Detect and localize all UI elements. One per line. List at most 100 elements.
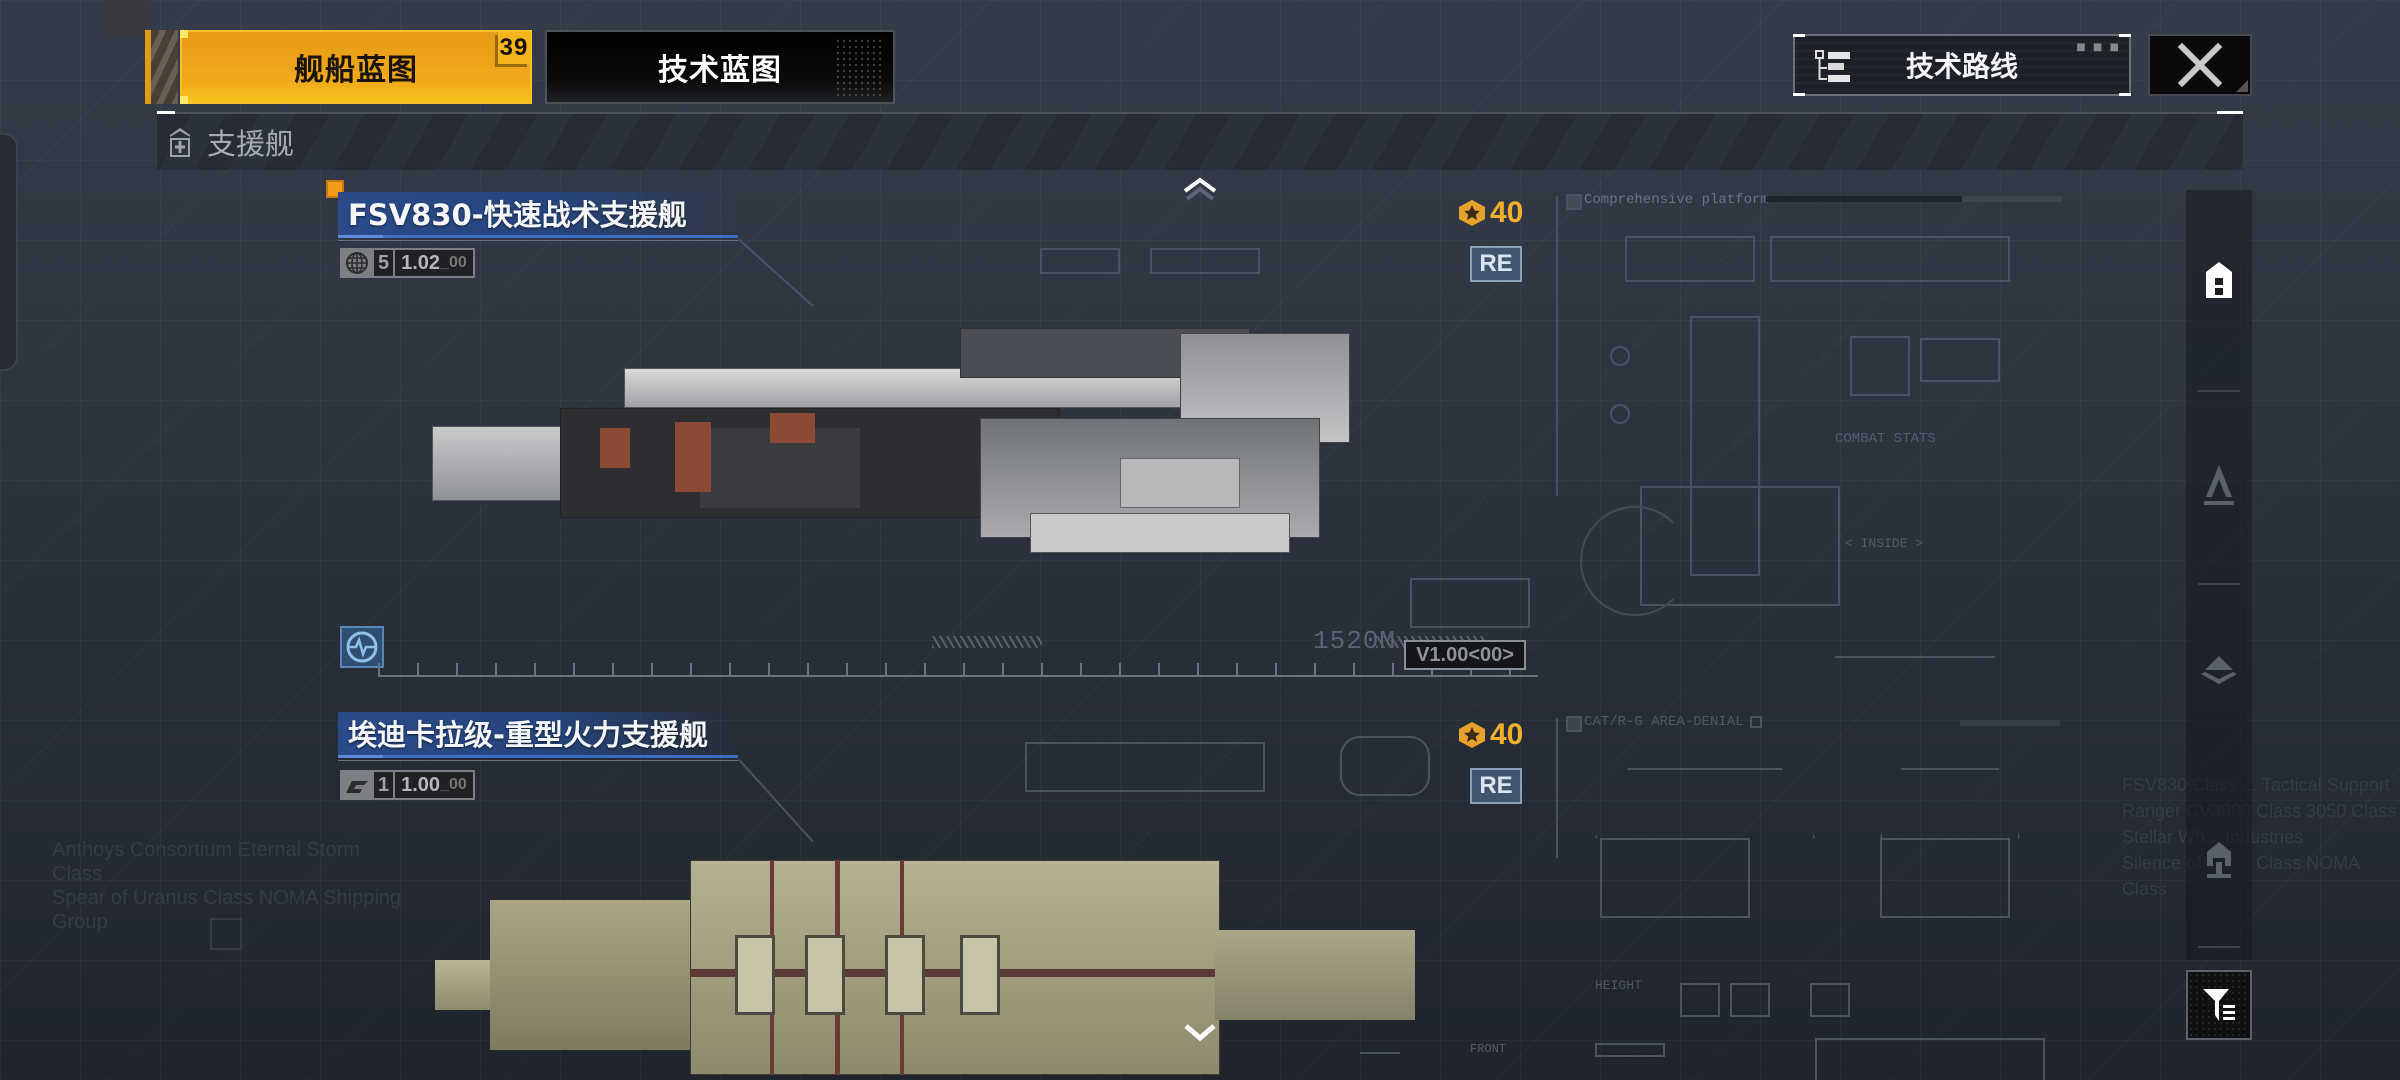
bg-text-line: FSV830 Class ... Tactical Support xyxy=(2122,775,2390,795)
ship-card-fsv830[interactable]: FSV830-快速战术支援舰 5 1.02_00 40 RE xyxy=(320,178,1538,683)
corner-mark xyxy=(1793,34,1805,37)
re-tag-badge: RE xyxy=(1470,768,1522,804)
cruiser-class-icon xyxy=(2201,656,2237,684)
bp-sketch xyxy=(1770,236,2010,282)
bg-square xyxy=(210,918,242,950)
bp-icon-box xyxy=(1810,983,1850,1017)
bp-sketch xyxy=(1150,248,1260,274)
destroyer-class-icon xyxy=(2204,465,2234,505)
bp-field xyxy=(1595,1043,1665,1057)
tech-route-button[interactable]: ■ ■ ■ 技术路线 xyxy=(1793,34,2131,96)
bg-text-line: Ranger CV3000 Class 3050 Class xyxy=(2122,801,2397,821)
bp-truss xyxy=(1595,768,1815,838)
re-tag-badge: RE xyxy=(1470,246,1522,282)
bp-line xyxy=(1360,1052,1400,1054)
ruler-ticks xyxy=(378,663,1538,675)
frigate-class-icon xyxy=(2206,262,2232,298)
dot-pattern xyxy=(835,38,885,98)
carrier-class-icon xyxy=(2207,842,2231,878)
pulse-type-icon xyxy=(346,631,378,663)
bp-sketch xyxy=(1340,736,1430,796)
title-underline xyxy=(338,760,738,761)
faction-wing-icon xyxy=(342,772,372,798)
ship-level: 5 xyxy=(374,250,394,276)
scroll-down-chevron-icon[interactable] xyxy=(1182,1020,1218,1046)
bp-sketch xyxy=(1025,742,1265,792)
front-label: FRONT xyxy=(1470,1042,1507,1056)
globe-icon xyxy=(342,250,372,276)
bp-line xyxy=(1556,718,1558,858)
rail-destroyer-filter[interactable] xyxy=(2186,455,2252,515)
ship-class-rail xyxy=(2186,190,2252,960)
callout-2 xyxy=(1610,404,1630,424)
close-x-icon xyxy=(2177,42,2223,88)
corner-mark xyxy=(1793,93,1805,96)
leader-line xyxy=(738,758,814,842)
ship-render-ediacara[interactable] xyxy=(435,850,1435,1080)
bp-sketch xyxy=(1850,336,1910,396)
bp-sketch xyxy=(1880,838,2010,918)
version-suffix: _00 xyxy=(440,254,467,271)
category-label: 支援舰 xyxy=(207,127,295,161)
filter-list-icon xyxy=(2203,989,2235,1021)
version-info: 5 1.02_00 xyxy=(340,248,475,278)
rail-cruiser-filter[interactable] xyxy=(2186,640,2252,700)
cost-value: 40 xyxy=(1490,196,1524,229)
bp-truss xyxy=(1880,768,2020,838)
bg-text-line: Anthoys Consortium Eternal Storm Class xyxy=(52,839,360,885)
close-button[interactable] xyxy=(2148,34,2252,96)
rail-separator xyxy=(2198,390,2240,392)
bg-text-line: Spear of Uranus Class NOMA Shipping Grou… xyxy=(52,887,402,933)
blueprint-version-tag: V1.00<00> xyxy=(1404,640,1526,670)
star-rank-icon xyxy=(1459,200,1485,226)
tab-ship-blueprint[interactable]: 舰船蓝图 39 xyxy=(180,30,532,104)
blueprint-schematic-2: CAT/R-G AREA-DENIAL HEIGHT xyxy=(1550,708,2090,1080)
title-underline xyxy=(338,240,738,241)
ruler-line xyxy=(378,675,1538,677)
tab-side-stripe xyxy=(145,30,178,104)
bg-text-line: Silence of the ... Class NOMA Class xyxy=(2122,853,2360,899)
cost-value: 40 xyxy=(1490,718,1524,751)
ship-level: 1 xyxy=(374,772,394,798)
blueprint-title: Comprehensive platform xyxy=(1584,192,1769,208)
support-ship-class-icon xyxy=(170,128,190,157)
tab-tech-blueprint-label: 技术蓝图 xyxy=(658,53,782,88)
ship-card-ediacara[interactable]: 埃迪卡拉级-重型火力支援舰 1 1.00_00 40 RE xyxy=(320,700,1530,1080)
rail-separator xyxy=(2198,583,2240,585)
bp-title-block xyxy=(1410,578,1530,628)
bp-sketch xyxy=(1815,1038,2045,1080)
version-number: 1.00 xyxy=(401,773,441,796)
scroll-up-chevron-icon[interactable] xyxy=(1181,175,1219,203)
corner-mark xyxy=(2119,93,2131,96)
title-band xyxy=(338,712,738,758)
star-rank-icon xyxy=(1459,722,1485,748)
ship-version: 1.02_00 xyxy=(395,250,473,276)
left-edge-drawer-handle[interactable] xyxy=(0,133,18,371)
tab-tech-blueprint[interactable]: 技术蓝图 xyxy=(545,30,895,104)
ship-type-badge xyxy=(340,626,384,668)
filter-button[interactable] xyxy=(2186,970,2252,1040)
callout-1 xyxy=(1610,346,1630,366)
tech-tree-icon xyxy=(1815,50,1850,82)
ship-name: FSV830-快速战术支援舰 xyxy=(348,198,687,232)
rail-carrier-filter[interactable] xyxy=(2186,830,2252,890)
rail-frigate-filter[interactable] xyxy=(2186,250,2252,310)
ship-render-fsv830[interactable] xyxy=(420,318,1350,558)
background-fleet-text: Anthoys Consortium Eternal Storm Class S… xyxy=(52,838,412,934)
bp-bar xyxy=(1766,196,1962,202)
blueprint-schematic-1: Comprehensive platform COMBAT STATS < IN… xyxy=(1550,186,2090,686)
rail-separator xyxy=(2198,946,2240,948)
bp-bar xyxy=(1960,720,2060,726)
cost-display: 40 xyxy=(1458,196,1523,230)
background-fleet-text-right: FSV830 Class ... Tactical Support Ranger… xyxy=(2122,772,2400,902)
bp-arc xyxy=(1580,506,1690,616)
blueprint-count-badge: 39 xyxy=(498,32,530,64)
bp-checkbox xyxy=(1566,716,1582,732)
bp-checkbox xyxy=(1750,716,1762,728)
bp-bar xyxy=(1962,196,2062,202)
ship-name: 埃迪卡拉级-重型火力支援舰 xyxy=(348,718,709,752)
bp-sketch xyxy=(1040,248,1120,274)
title-band xyxy=(338,192,738,238)
cost-display: 40 xyxy=(1458,718,1523,752)
combat-stats-label: COMBAT STATS xyxy=(1835,431,1936,447)
